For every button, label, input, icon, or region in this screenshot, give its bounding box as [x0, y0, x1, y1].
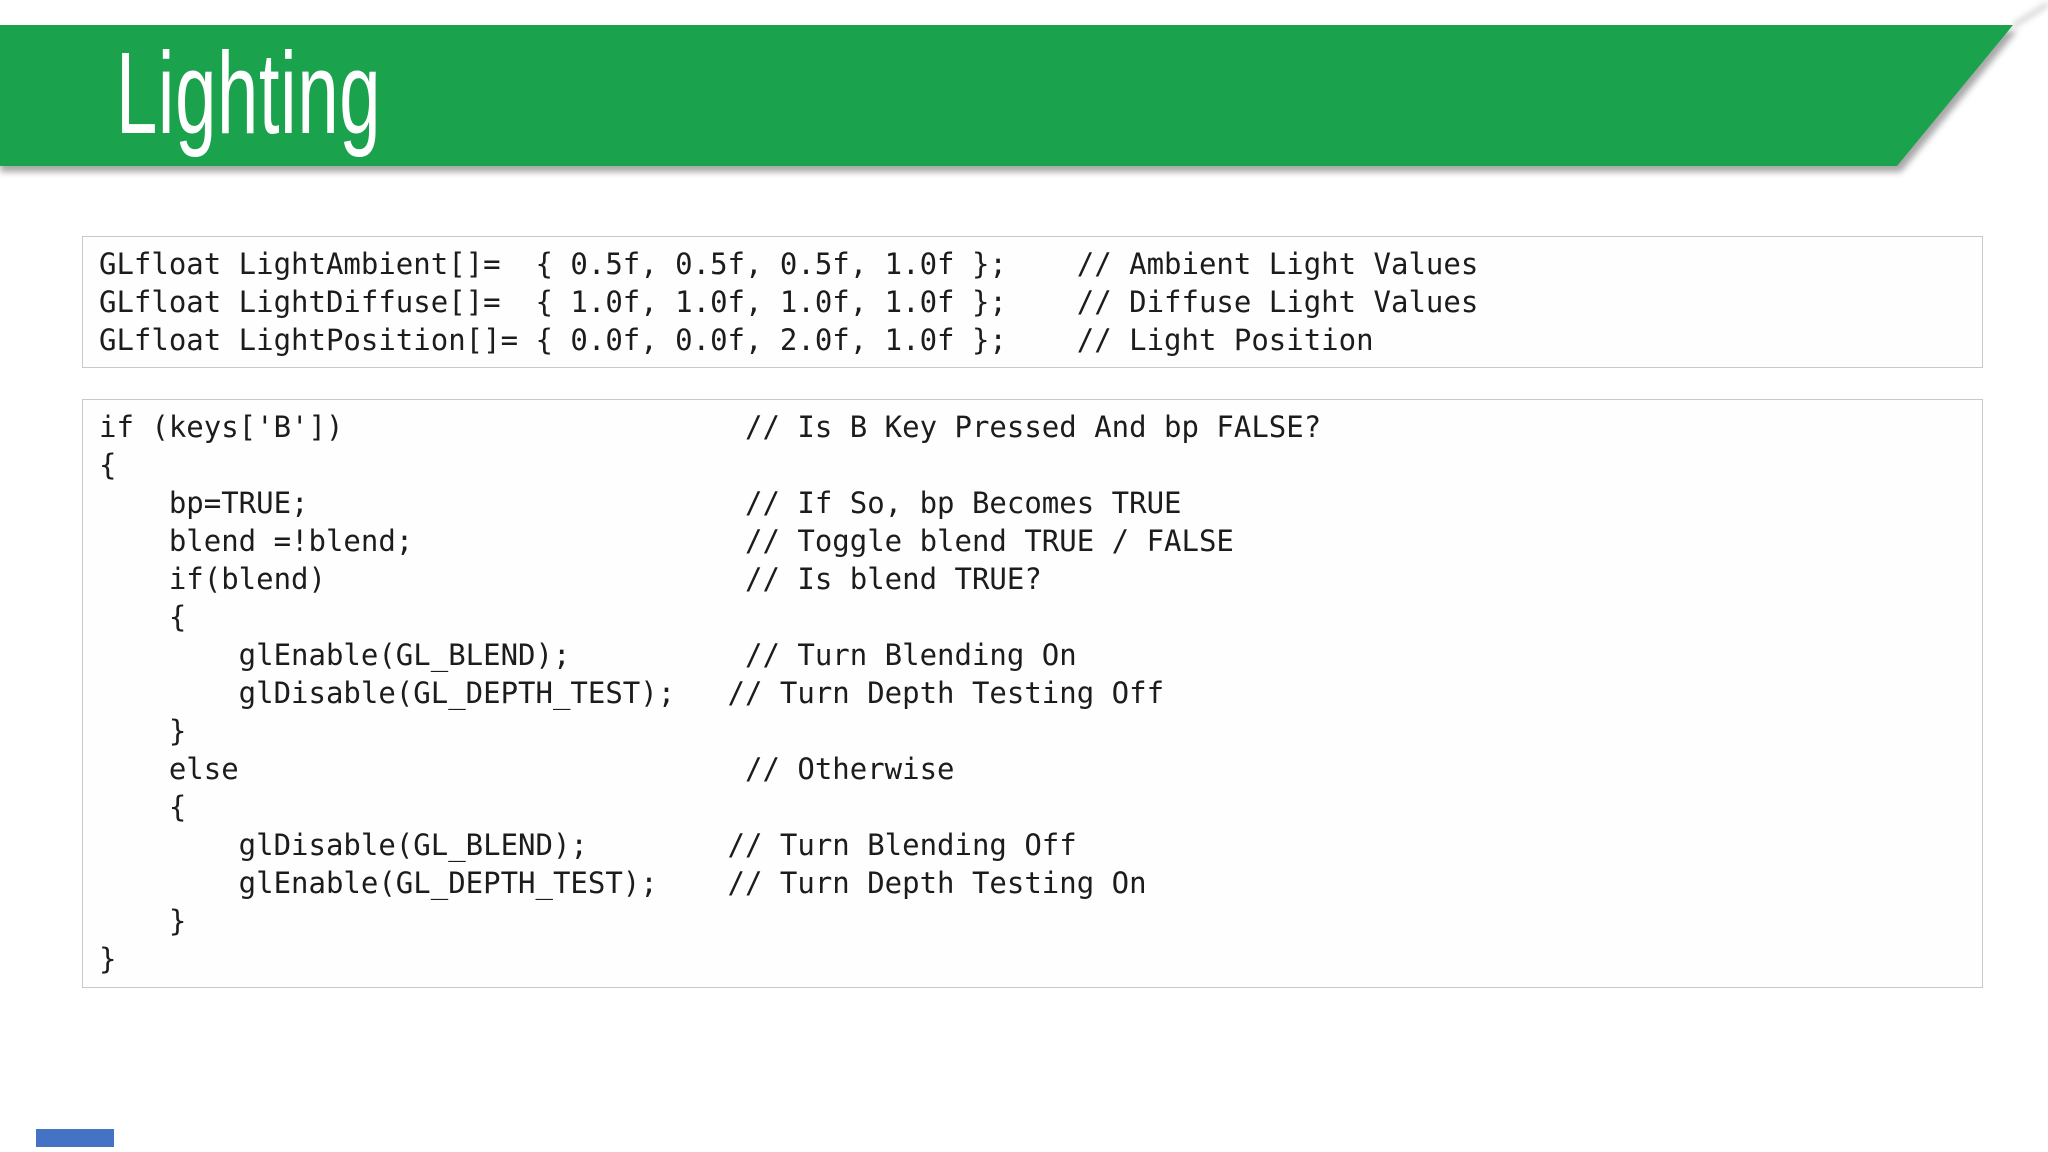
title-banner [0, 2, 2048, 172]
banner-edge-line [2012, 2, 2048, 28]
code-box-blend-toggle: if (keys['B']) // Is B Key Pressed And b… [82, 399, 1983, 988]
page-title: Lighting [116, 28, 382, 158]
banner-shape [0, 25, 2013, 166]
code-listing-light-declarations: GLfloat LightAmbient[]= { 0.5f, 0.5f, 0.… [99, 247, 1479, 357]
video-progress-bar [36, 1129, 114, 1147]
code-listing-blend-toggle: if (keys['B']) // Is B Key Pressed And b… [99, 410, 1322, 976]
code-box-light-declarations: GLfloat LightAmbient[]= { 0.5f, 0.5f, 0.… [82, 236, 1983, 368]
